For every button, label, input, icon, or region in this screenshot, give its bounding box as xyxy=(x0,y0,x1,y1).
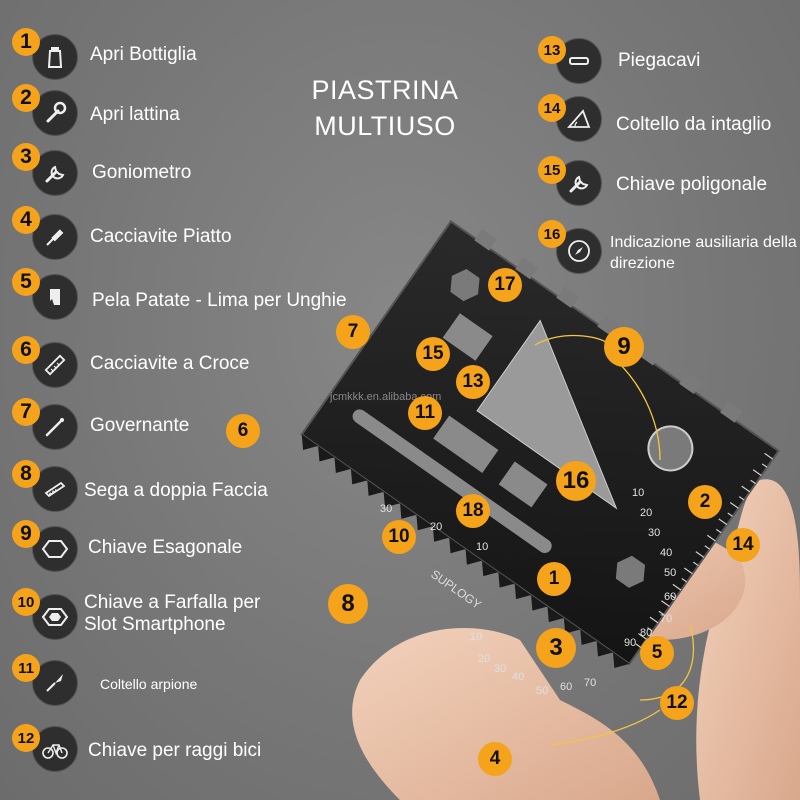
badge-12: 12 xyxy=(12,724,40,752)
legend-label-12: Chiave per raggi bici xyxy=(88,740,262,761)
title-line-1: PIASTRINA xyxy=(311,75,459,105)
badge-14: 14 xyxy=(538,94,566,122)
svg-text:60: 60 xyxy=(664,591,676,603)
callout-5: 5 xyxy=(640,636,674,670)
svg-text:10: 10 xyxy=(632,487,644,499)
callout-2: 2 xyxy=(688,485,722,519)
legend-label-3: Goniometro xyxy=(92,162,192,183)
legend-label-13: Piegacavi xyxy=(618,50,701,71)
callout-4: 4 xyxy=(478,742,512,776)
callout-7: 7 xyxy=(336,315,370,349)
svg-text:20: 20 xyxy=(478,653,490,665)
callout-8: 8 xyxy=(328,584,368,624)
legend-label-9: Chiave Esagonale xyxy=(88,537,243,558)
callout-16: 16 xyxy=(556,461,596,501)
badge-13: 13 xyxy=(538,36,566,64)
callout-6: 6 xyxy=(226,414,260,448)
svg-text:40: 40 xyxy=(512,671,524,683)
callout-18: 18 xyxy=(456,494,490,528)
badge-16: 16 xyxy=(538,220,566,248)
badge-6: 6 xyxy=(12,336,40,364)
badge-4: 4 xyxy=(12,206,40,234)
badge-5: 5 xyxy=(12,268,40,296)
svg-text:40: 40 xyxy=(660,547,672,559)
svg-text:50: 50 xyxy=(664,567,676,579)
legend-label-10: Chiave a Farfalla per Slot Smartphone xyxy=(84,592,261,635)
callout-15: 15 xyxy=(416,337,450,371)
legend-label-1: Apri Bottiglia xyxy=(90,44,197,65)
legend-label-4: Cacciavite Piatto xyxy=(90,226,232,247)
callout-17: 17 xyxy=(488,268,522,302)
page-title: PIASTRINA MULTIUSO xyxy=(270,72,500,144)
svg-text:70: 70 xyxy=(660,613,672,625)
legend-label-11: Coltello arpione xyxy=(100,676,198,692)
badge-8: 8 xyxy=(12,460,40,488)
svg-text:30: 30 xyxy=(648,527,660,539)
legend-label-16: Indicazione ausiliaria della direzione xyxy=(610,234,797,272)
finger-right xyxy=(696,479,800,800)
badge-1: 1 xyxy=(12,28,40,56)
legend-label-5: Pela Patate - Lima per Unghie xyxy=(92,290,347,311)
legend-label-8: Sega a doppia Faccia xyxy=(84,480,268,501)
badge-9: 9 xyxy=(12,520,40,548)
badge-2: 2 xyxy=(12,84,40,112)
svg-text:20: 20 xyxy=(640,507,652,519)
svg-text:70: 70 xyxy=(584,677,596,689)
callout-12: 12 xyxy=(660,686,694,720)
callout-11: 11 xyxy=(408,396,442,430)
screwdriver-icon xyxy=(32,214,78,260)
callout-1: 1 xyxy=(537,562,571,596)
callout-10: 10 xyxy=(382,520,416,554)
card-brand: SUPLOGY xyxy=(428,567,484,612)
legend-label-2: Apri lattina xyxy=(90,104,180,125)
svg-text:30: 30 xyxy=(494,663,506,675)
svg-text:10: 10 xyxy=(470,631,482,643)
title-line-2: MULTIUSO xyxy=(314,111,456,141)
callout-13: 13 xyxy=(456,365,490,399)
callout-14: 14 xyxy=(726,528,760,562)
finger-bottom xyxy=(352,628,660,800)
legend-label-6: Cacciavite a Croce xyxy=(90,353,250,374)
badge-10: 10 xyxy=(12,588,40,616)
badge-3: 3 xyxy=(12,143,40,171)
callout-3: 3 xyxy=(536,628,576,668)
svg-text:60: 60 xyxy=(560,681,572,693)
svg-text:20: 20 xyxy=(430,521,442,533)
legend-label-14: Coltello da intaglio xyxy=(616,114,772,135)
callout-9: 9 xyxy=(604,327,644,367)
svg-text:80: 80 xyxy=(640,627,652,639)
badge-15: 15 xyxy=(538,156,566,184)
badge-7: 7 xyxy=(12,398,40,426)
bicycle-icon xyxy=(32,726,78,772)
hex-nut-icon xyxy=(32,594,78,640)
svg-text:90: 90 xyxy=(624,637,636,649)
long-slot xyxy=(352,409,552,553)
svg-text:50: 50 xyxy=(536,685,548,697)
svg-text:10: 10 xyxy=(476,541,488,553)
legend-label-15: Chiave poligonale xyxy=(616,174,768,195)
legend-label-7: Governante xyxy=(90,415,190,436)
svg-text:30: 30 xyxy=(380,503,392,515)
badge-11: 11 xyxy=(12,654,40,682)
